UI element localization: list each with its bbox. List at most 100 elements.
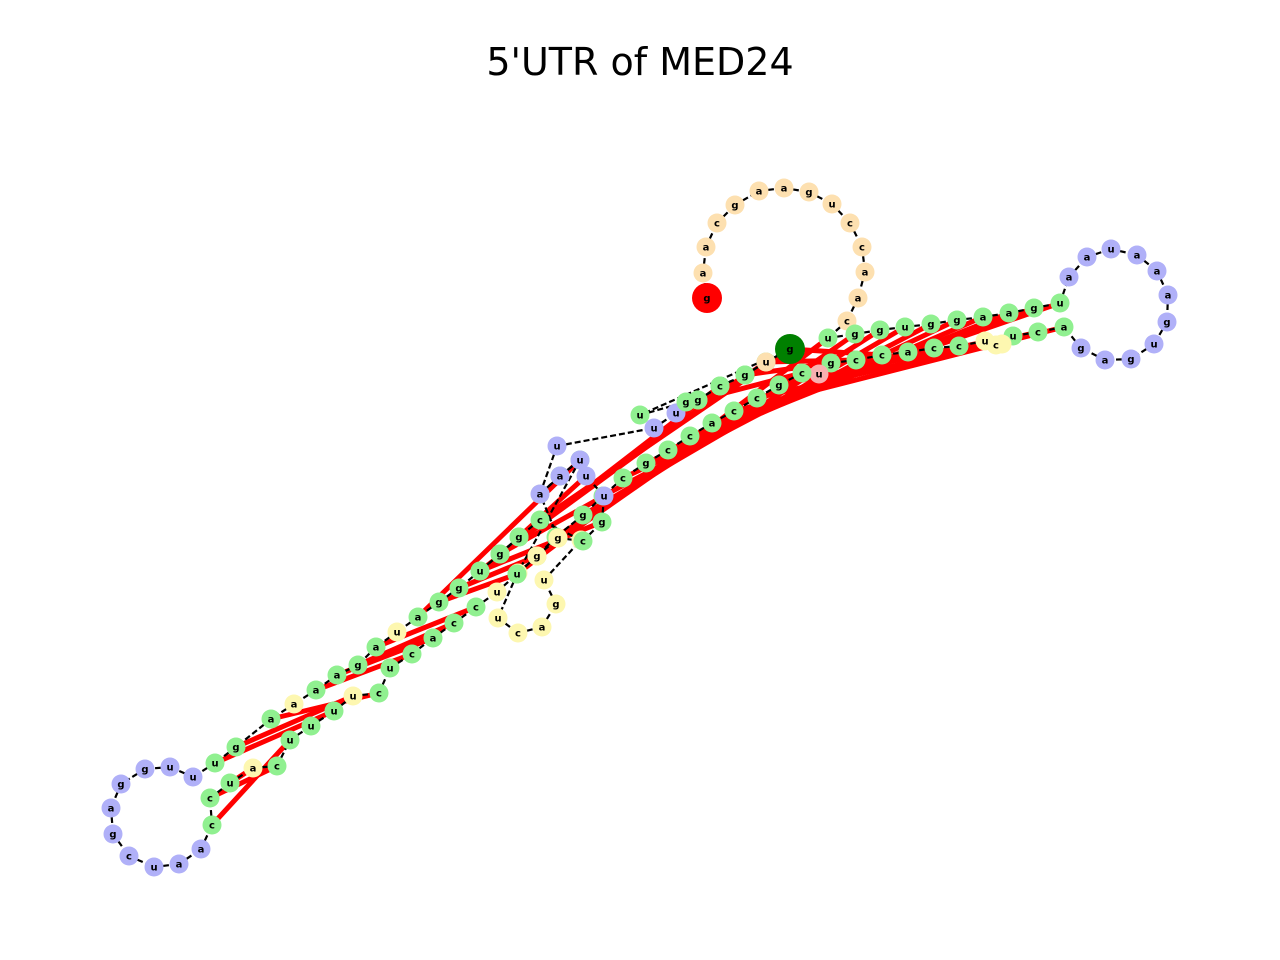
nucleotide-node: u — [1050, 293, 1070, 313]
nucleotide-node: g — [548, 528, 568, 548]
nucleotide-circle — [532, 617, 552, 637]
nucleotide-circle — [949, 336, 969, 356]
nucleotide-circle — [749, 181, 769, 201]
nucleotide-circle — [818, 328, 838, 348]
nucleotide-node: a — [999, 303, 1019, 323]
nucleotide-node: c — [724, 401, 744, 421]
nucleotide-label: u — [901, 323, 908, 334]
nucleotide-label: g — [731, 201, 738, 212]
nucleotide-circle — [724, 401, 744, 421]
nucleotide-label: u — [828, 200, 835, 211]
nucleotide-circle — [924, 338, 944, 358]
nucleotide-node: g — [921, 314, 941, 334]
nucleotide-circle — [548, 528, 568, 548]
nucleotide-label: c — [126, 852, 132, 863]
nucleotide-node: c — [267, 756, 287, 776]
nucleotide-label: a — [709, 419, 716, 430]
nucleotide-node: a — [306, 680, 326, 700]
nucleotide-label: u — [286, 736, 293, 747]
nucleotide-circle — [1077, 247, 1097, 267]
nucleotide-label: u — [386, 664, 393, 675]
nucleotide-label: g — [786, 345, 793, 356]
nucleotide-circle — [999, 303, 1019, 323]
nucleotide-circle — [846, 350, 866, 370]
nucleotide-circle — [301, 716, 321, 736]
nucleotide-node: c — [658, 440, 678, 460]
nucleotide-node: u — [822, 194, 842, 214]
nucleotide-node: a — [532, 617, 552, 637]
nucleotide-node: a — [774, 178, 794, 198]
base-pair-bond — [789, 346, 883, 358]
nucleotide-node: c — [369, 683, 389, 703]
nucleotide-node: g — [821, 353, 841, 373]
nucleotide-label: a — [334, 671, 341, 682]
nucleotide-node: u — [895, 317, 915, 337]
nucleotide-node: a — [973, 307, 993, 327]
nucleotide-circle — [680, 426, 700, 446]
nucleotide-circle — [573, 531, 593, 551]
nucleotide-label: u — [824, 334, 831, 345]
nucleotide-circle — [573, 505, 593, 525]
nucleotide-circle — [402, 644, 422, 664]
nucleotide-circle — [487, 582, 507, 602]
nucleotide-circle — [1144, 334, 1164, 354]
nucleotide-node: g — [735, 365, 755, 385]
nucleotide-label: c — [844, 317, 850, 328]
nucleotide-circle — [658, 440, 678, 460]
nucleotide-label: g — [682, 398, 689, 409]
nucleotide-node: c — [119, 846, 139, 866]
nucleotide-node: g — [845, 324, 865, 344]
nucleotide-circle — [799, 182, 819, 202]
nucleotide-node: u — [487, 582, 507, 602]
nucleotide-label: g — [455, 584, 462, 595]
nucleotide-circle — [845, 324, 865, 344]
nucleotide-label: u — [650, 424, 657, 435]
nucleotide-label: c — [376, 689, 382, 700]
nucleotide-circle — [449, 578, 469, 598]
nucleotide-circle — [592, 512, 612, 532]
nucleotide-label: u — [636, 411, 643, 422]
nucleotide-circle — [169, 854, 189, 874]
nucleotide-node: u — [644, 418, 664, 438]
nucleotide-circle — [707, 213, 727, 233]
nucleotide-circle — [840, 213, 860, 233]
nucleotide-node: g — [775, 334, 805, 364]
base-pair-bond — [208, 763, 279, 801]
nucleotide-label: g — [775, 381, 782, 392]
nucleotide-circle — [570, 450, 590, 470]
nucleotide-circle — [1054, 317, 1074, 337]
nucleotide-label: c — [731, 407, 737, 418]
nucleotide-circle — [898, 342, 918, 362]
nucleotide-label: g — [1127, 355, 1134, 366]
nucleotide-label: c — [687, 432, 693, 443]
nucleotide-circle — [973, 307, 993, 327]
nucleotide-circle — [547, 436, 567, 456]
nucleotide-label: a — [415, 613, 422, 624]
nucleotide-label: u — [166, 763, 173, 774]
nucleotide-circle — [144, 857, 164, 877]
nucleotide-label: a — [539, 623, 546, 634]
nucleotide-node: a — [169, 854, 189, 874]
nucleotide-label: a — [781, 184, 788, 195]
nucleotide-label: u — [1150, 340, 1157, 351]
nucleotide-circle — [183, 767, 203, 787]
nucleotide-circle — [613, 468, 633, 488]
nucleotide-node: a — [1127, 245, 1147, 265]
nucleotide-label: g — [109, 830, 116, 841]
nucleotide-circle — [1101, 239, 1121, 259]
nucleotide-circle — [855, 262, 875, 282]
nucleotide-label: u — [553, 442, 560, 453]
nucleotide-label: a — [1154, 267, 1161, 278]
nucleotide-label: g — [953, 316, 960, 327]
nucleotide-circle — [509, 527, 529, 547]
nucleotide-label: a — [176, 860, 183, 871]
nucleotide-label: a — [855, 294, 862, 305]
nucleotide-node: g — [226, 737, 246, 757]
nucleotide-circle — [1024, 298, 1044, 318]
nucleotide-circle — [1157, 312, 1177, 332]
nucleotide-label: u — [349, 692, 356, 703]
nucleotide-label: c — [956, 342, 962, 353]
nucleotide-node: u — [280, 730, 300, 750]
nucleotide-node: a — [693, 263, 713, 283]
nucleotide-label: g — [552, 600, 559, 611]
